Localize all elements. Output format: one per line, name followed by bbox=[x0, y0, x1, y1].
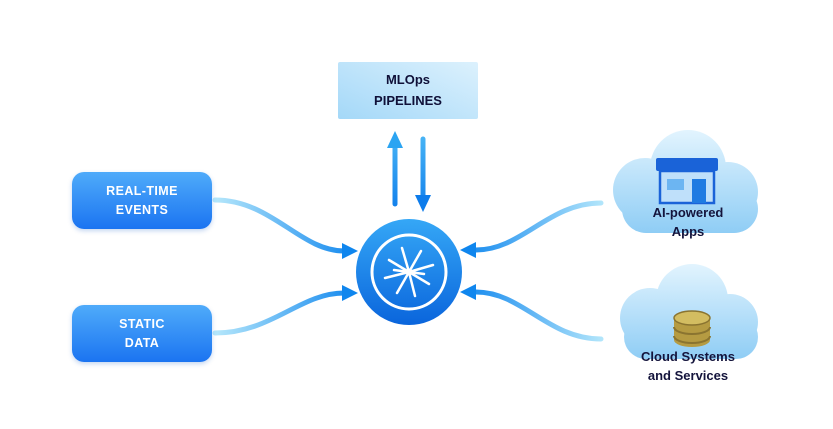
arrowhead-right-icon bbox=[342, 243, 358, 259]
ai-apps-label-line2: Apps bbox=[671, 223, 705, 239]
realtime-events-node: REAL-TIME EVENTS bbox=[72, 172, 212, 229]
ai-apps-label: AI-powered Apps bbox=[603, 204, 773, 242]
arrow-cloudsystems-to-center bbox=[460, 284, 604, 342]
arrowhead-left-icon bbox=[460, 242, 476, 258]
cloud-systems-label: Cloud Systems and Services bbox=[603, 348, 773, 386]
arrow-center-to-mlops bbox=[387, 131, 403, 207]
mlops-pipelines-node: MLOps PIPELINES bbox=[338, 62, 478, 119]
center-platform-node bbox=[356, 219, 462, 325]
arrowhead-right-icon bbox=[342, 285, 358, 301]
mlops-label-line1: MLOps bbox=[385, 72, 431, 88]
arrow-static-to-center bbox=[212, 285, 358, 336]
realtime-label-line2: EVENTS bbox=[115, 202, 169, 217]
arrow-down-icon bbox=[415, 195, 431, 212]
ai-apps-label-line1: AI-powered bbox=[652, 205, 724, 220]
static-label-line1: STATIC bbox=[119, 316, 165, 331]
cloud-systems-label-line2: and Services bbox=[647, 367, 729, 383]
static-label-line2: DATA bbox=[124, 335, 160, 350]
ring-icon bbox=[370, 233, 448, 311]
arrow-realtime-to-center bbox=[212, 197, 358, 259]
arrowhead-left-icon bbox=[460, 284, 476, 300]
static-data-node: STATIC DATA bbox=[72, 305, 212, 362]
arrow-aiapps-to-center bbox=[460, 200, 604, 258]
confluent-starburst-icon bbox=[383, 246, 435, 298]
app-window-icon bbox=[656, 158, 718, 205]
arrow-mlops-to-center bbox=[415, 136, 431, 212]
database-icon bbox=[673, 310, 711, 347]
cloud-systems-label-line1: Cloud Systems bbox=[641, 349, 735, 364]
cloud-icon-cloud-systems bbox=[620, 264, 758, 359]
arrow-up-icon bbox=[387, 131, 403, 148]
mlops-label-line2: PIPELINES bbox=[374, 92, 442, 108]
realtime-label-line1: REAL-TIME bbox=[106, 183, 178, 198]
